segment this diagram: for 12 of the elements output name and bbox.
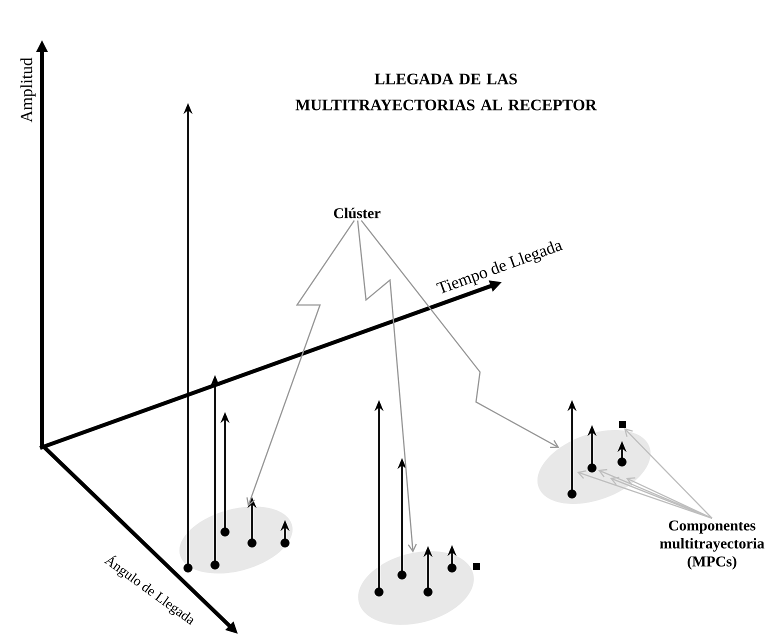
arrow	[626, 477, 712, 519]
arrow	[357, 220, 417, 553]
callout-text: Clúster	[334, 208, 380, 218]
arrow	[624, 428, 712, 519]
callout-text: Componentes multitrayectoria (MPCs)	[660, 520, 764, 570]
arrow	[246, 220, 355, 507]
arrow	[360, 220, 560, 448]
axis-label: Amplitud	[20, 58, 36, 122]
arrow	[577, 470, 712, 519]
title: LLEGADA DE LAS MULTITRAYECTORIAS AL RECEPTOR	[296, 74, 597, 110]
axis-label: Tiempo de Llegada	[436, 241, 563, 294]
arrow	[610, 476, 712, 519]
